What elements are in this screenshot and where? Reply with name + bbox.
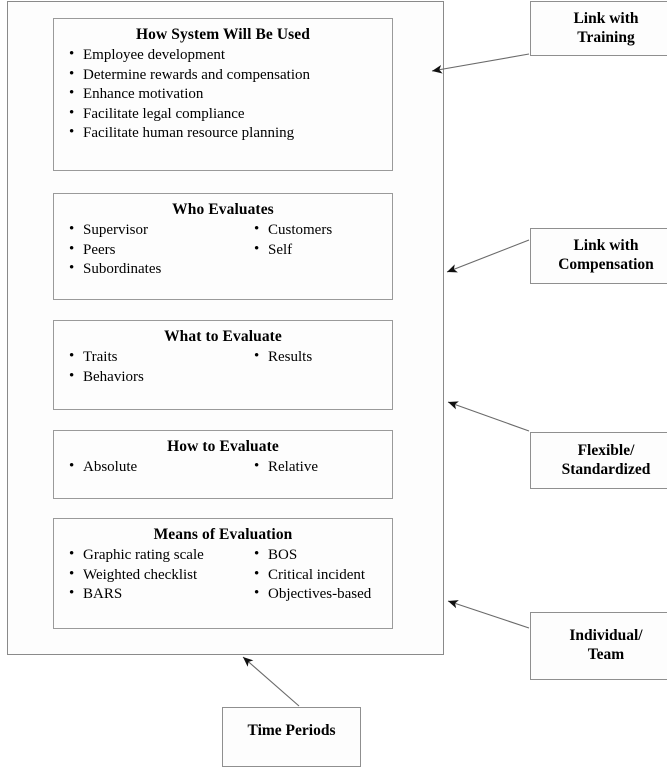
connector-compensation [446,239,530,273]
bullet-column-left: Traits Behaviors [68,347,253,388]
side-box-label: Flexible/ Standardized [561,441,651,478]
list-item: Customers [253,220,386,241]
box-body-who-evaluates: Supervisor Peers Subordinates Customers … [54,220,392,280]
box-title-how-system-will-be-used: How System Will Be Used [136,26,310,43]
connector-time-periods [242,656,300,707]
list-item: Absolute [68,457,253,478]
side-box-individual-team: Individual/ Team [530,612,667,680]
list-item: Behaviors [68,367,253,388]
list-item: Employee development [68,45,386,66]
list-item: Self [253,240,386,261]
bullet-column-right: Relative [253,457,386,478]
connector-training [431,53,530,74]
list-item: Enhance motivation [68,84,386,105]
bullet-column-left: Graphic rating scale Weighted checklist … [68,545,253,605]
box-body-how-to-evaluate: Absolute Relative [54,457,392,478]
bottom-box-time-periods: Time Periods [222,707,361,767]
side-box-label: Link with Training [573,9,639,46]
side-box-link-with-training: Link with Training [530,1,667,56]
bullet-column-left: Absolute [68,457,253,478]
list-item: Weighted checklist [68,565,253,586]
list-item: Subordinates [68,259,253,280]
box-title-means-of-evaluation: Means of Evaluation [153,526,293,543]
diagram-canvas: How System Will Be Used Employee develop… [0,0,667,750]
connector-flexible-standardized [447,401,530,432]
list-item: BARS [68,584,253,605]
bullet-column-right: BOS Critical incident Objectives-based [253,545,386,605]
side-box-label: Link with Compensation [558,237,654,273]
list-item: Objectives-based [253,584,386,605]
box-what-to-evaluate: What to Evaluate Traits Behaviors Result… [53,320,393,410]
bullet-column-right: Customers Self [253,220,386,261]
list-item: Critical incident [253,565,386,586]
box-body-how-system-will-be-used: Employee development Determine rewards a… [54,45,392,144]
box-how-system-will-be-used: How System Will Be Used Employee develop… [53,18,393,171]
connector-individual-team [447,600,530,629]
bullet-column-right: Results [253,347,386,368]
bullet-column-left: Supervisor Peers Subordinates [68,220,253,280]
box-title-how-to-evaluate: How to Evaluate [167,438,279,455]
list-item: Supervisor [68,220,253,241]
side-box-flexible-standardized: Flexible/ Standardized [530,432,667,489]
box-title-who-evaluates: Who Evaluates [172,201,274,218]
box-means-of-evaluation: Means of Evaluation Graphic rating scale… [53,518,393,629]
bullet-column-primary: Employee development Determine rewards a… [68,45,386,144]
list-item: Relative [253,457,386,478]
list-item: Peers [68,240,253,261]
list-item: BOS [253,545,386,566]
box-how-to-evaluate: How to Evaluate Absolute Relative [53,430,393,499]
side-box-link-with-compensation: Link with Compensation [530,228,667,284]
list-item: Determine rewards and compensation [68,65,386,86]
list-item: Results [253,347,386,368]
box-body-means-of-evaluation: Graphic rating scale Weighted checklist … [54,545,392,605]
list-item: Facilitate human resource planning [68,123,386,144]
list-item: Traits [68,347,253,368]
list-item: Graphic rating scale [68,545,253,566]
box-title-what-to-evaluate: What to Evaluate [164,328,282,345]
list-item: Facilitate legal compliance [68,104,386,125]
side-box-label: Individual/ Team [569,627,643,663]
box-body-what-to-evaluate: Traits Behaviors Results [54,347,392,388]
box-who-evaluates: Who Evaluates Supervisor Peers Subordina… [53,193,393,300]
bottom-box-label: Time Periods [247,722,336,739]
